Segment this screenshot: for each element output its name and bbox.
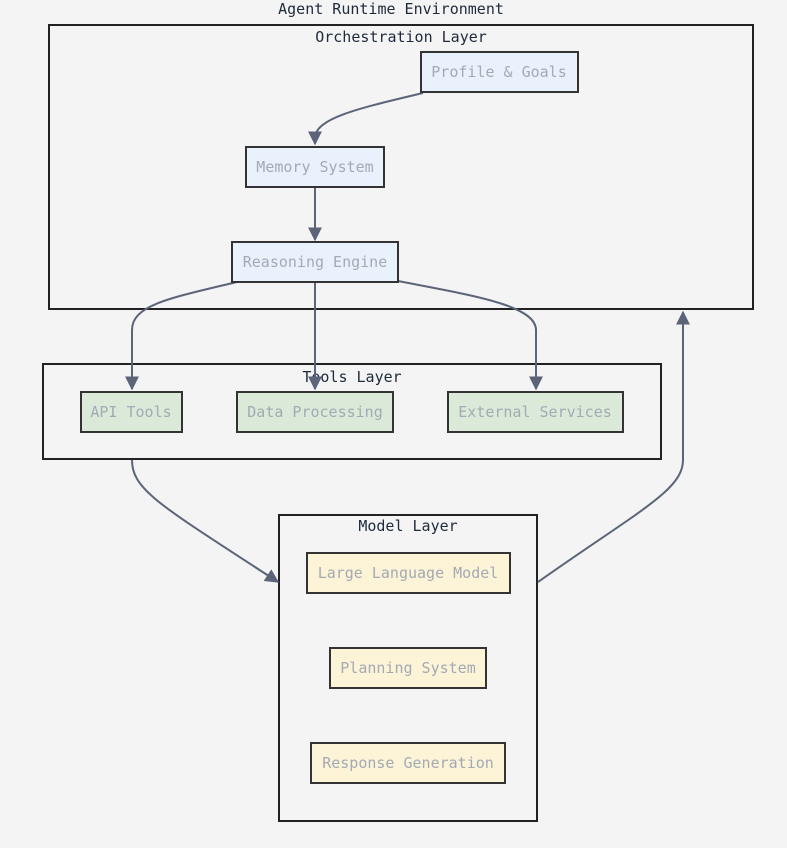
diagram-title: Agent Runtime Environment	[278, 0, 504, 18]
node-api-tools: API Tools	[80, 391, 183, 433]
tools-layer-label: Tools Layer	[302, 368, 401, 386]
svg-text:API Tools: API Tools	[90, 403, 171, 421]
node-profile-goals: Profile & Goals	[420, 51, 579, 93]
node-planning-system: Planning System	[329, 647, 487, 689]
edge-model-to-orchestration	[537, 310, 690, 583]
node-large-language-model: Large Language Model	[306, 552, 511, 594]
model-layer-label: Model Layer	[358, 517, 457, 535]
svg-text:Profile & Goals: Profile & Goals	[431, 63, 566, 81]
svg-text:Planning System: Planning System	[340, 659, 475, 677]
edges	[125, 92, 690, 583]
edge-profile-to-memory	[308, 92, 424, 146]
node-memory-system: Memory System	[245, 146, 385, 188]
edge-reasoning-to-api-tools	[125, 281, 238, 391]
model-layer: Model Layer	[278, 514, 538, 822]
svg-text:Response Generation: Response Generation	[322, 754, 494, 772]
node-data-processing: Data Processing	[236, 391, 394, 433]
svg-text:Memory System: Memory System	[256, 158, 373, 176]
node-response-generation: Response Generation	[310, 742, 506, 784]
svg-text:Reasoning Engine: Reasoning Engine	[243, 253, 388, 271]
node-external-services: External Services	[447, 391, 624, 433]
node-reasoning-engine: Reasoning Engine	[231, 241, 399, 283]
orchestration-layer-label: Orchestration Layer	[315, 28, 487, 46]
svg-text:Data Processing: Data Processing	[247, 403, 382, 421]
svg-text:Large Language Model: Large Language Model	[318, 564, 499, 582]
edge-tools-to-model	[131, 459, 280, 583]
edge-reasoning-to-external-services	[397, 280, 543, 391]
orchestration-layer: Orchestration Layer	[48, 24, 754, 310]
svg-text:External Services: External Services	[458, 403, 612, 421]
tools-layer: Tools Layer	[42, 363, 662, 460]
